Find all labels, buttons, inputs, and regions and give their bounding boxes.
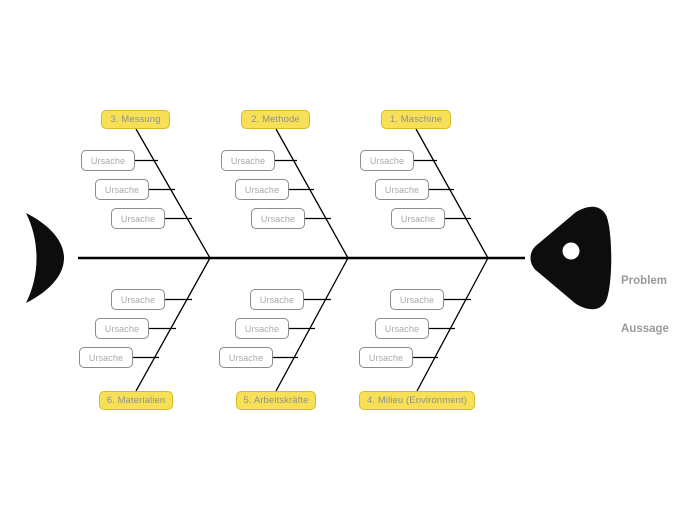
cause-box-methode-3[interactable]: Ursache [251,208,305,229]
problem-statement-line2: Aussage [621,323,669,335]
category-bone-maschine [415,128,489,259]
cause-box-methode-1[interactable]: Ursache [221,150,275,171]
category-bone-materialien [135,257,211,392]
cause-box-maschine-2[interactable]: Ursache [375,179,429,200]
category-bone-messung [135,128,211,259]
cause-box-materialien-1[interactable]: Ursache [111,289,165,310]
fish-tail-icon [26,213,64,303]
category-box-milieu[interactable]: 4. Milieu (Environment) [359,391,475,410]
problem-statement-label: Problem Aussage [621,241,669,369]
category-box-maschine[interactable]: 1. Maschine [381,110,451,129]
category-box-messung[interactable]: 3. Messung [101,110,170,129]
cause-box-milieu-3[interactable]: Ursache [359,347,413,368]
cause-box-arbeitskraefte-3[interactable]: Ursache [219,347,273,368]
cause-box-milieu-1[interactable]: Ursache [390,289,444,310]
cause-box-messung-1[interactable]: Ursache [81,150,135,171]
category-box-methode[interactable]: 2. Methode [241,110,310,129]
category-bone-arbeitskraefte [275,257,349,392]
cause-box-arbeitskraefte-1[interactable]: Ursache [250,289,304,310]
cause-box-messung-3[interactable]: Ursache [111,208,165,229]
category-box-materialien[interactable]: 6. Materialien [99,391,173,410]
cause-box-maschine-3[interactable]: Ursache [391,208,445,229]
cause-box-maschine-1[interactable]: Ursache [360,150,414,171]
cause-box-materialien-3[interactable]: Ursache [79,347,133,368]
cause-box-arbeitskraefte-2[interactable]: Ursache [235,318,289,339]
cause-box-milieu-2[interactable]: Ursache [375,318,429,339]
cause-box-methode-2[interactable]: Ursache [235,179,289,200]
cause-box-materialien-2[interactable]: Ursache [95,318,149,339]
problem-statement-line1: Problem [621,275,668,287]
category-bone-milieu [416,257,489,392]
fish-eye-icon [562,242,580,260]
cause-box-messung-2[interactable]: Ursache [95,179,149,200]
category-bone-methode [275,128,349,259]
category-box-arbeitskraefte[interactable]: 5. Arbeitskräfte [236,391,316,410]
